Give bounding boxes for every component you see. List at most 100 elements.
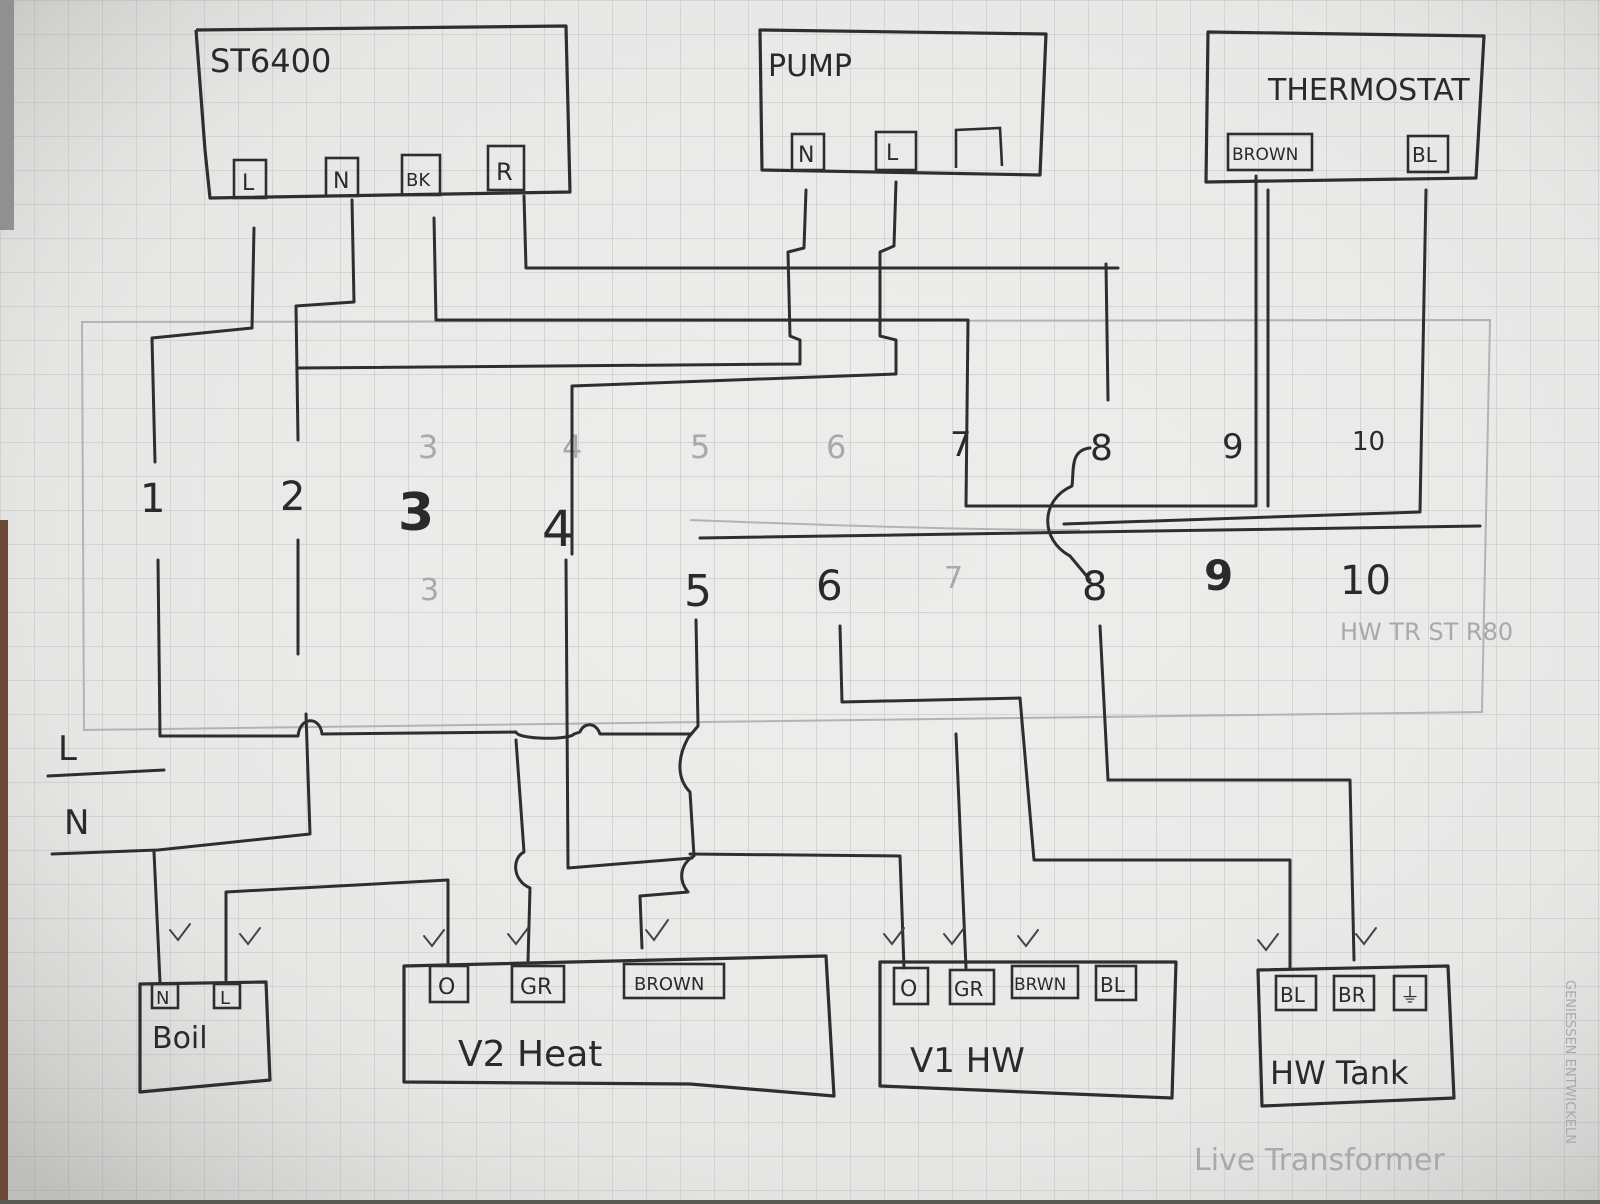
- wire-5-down: [638, 618, 700, 950]
- controller-terminal-r-label: R: [496, 158, 513, 186]
- v2-terminal-gr: GR: [510, 964, 566, 1004]
- v1-hw-valve: O GR BRWN BL V1 HW: [878, 960, 1178, 1100]
- controller-terminal-bk-label: BK: [406, 170, 431, 191]
- hw-tank-terminal-earth-label: ⏚: [1400, 983, 1420, 1007]
- side-note: HW TR ST R80: [1340, 618, 1513, 646]
- controller-terminal-bk: BK: [400, 153, 442, 197]
- terminal-7-lower-faint: 7: [944, 561, 963, 596]
- boiler-terminal-l: L: [212, 982, 242, 1010]
- wire-controller-r-to-8: [522, 194, 1120, 270]
- v2-terminal-brown-label: BROWN: [634, 974, 704, 995]
- v2-terminal-o: O: [428, 964, 470, 1004]
- wire-centre-bar: [698, 524, 1482, 540]
- mains-live-label: L: [58, 729, 77, 769]
- controller-terminal-n: N: [324, 156, 360, 198]
- terminal-numbers-upper: 1 2 3 4 5 6 7 8 9 10: [140, 425, 1385, 522]
- boiler: N L Boil: [138, 980, 272, 1094]
- terminal-10-upper-label: 10: [1352, 427, 1385, 457]
- wire-r-drop-8: [1104, 262, 1110, 402]
- pump-title: PUMP: [768, 49, 852, 84]
- pump-terminal-n-label: N: [798, 143, 814, 168]
- wire-thermostat-bl: [1062, 188, 1428, 526]
- faint-notes: HW TR ST R80 Live Transformer GENIESSEN …: [1194, 618, 1577, 1178]
- mains-labels: L N: [58, 729, 89, 843]
- terminal-1-label: 1: [140, 476, 165, 522]
- boiler-terminal-n: N: [150, 982, 180, 1010]
- hw-tank: BL BR ⏚ HW Tank: [1256, 964, 1456, 1108]
- bottom-note: Live Transformer: [1194, 1143, 1445, 1178]
- v1-terminal-brwn-label: BRWN: [1014, 975, 1066, 995]
- v2-terminal-gr-label: GR: [520, 975, 552, 1000]
- boiler-terminal-n-label: N: [156, 988, 169, 1009]
- thermostat: THERMOSTAT BROWN BL: [1204, 30, 1486, 184]
- thermostat-terminal-bl: BL: [1406, 134, 1450, 174]
- v1-terminal-o-label: O: [900, 977, 917, 1002]
- v1-terminal-brwn: BRWN: [1010, 964, 1080, 1000]
- terminal-1-lower-hidden: 1: [150, 511, 151, 513]
- v1-title: V1 HW: [910, 1041, 1025, 1081]
- wire-controller-n-to-2: [294, 198, 356, 442]
- terminal-2-lower-hidden: 2: [290, 511, 291, 513]
- table-wood: [0, 520, 8, 1200]
- table-edge: [0, 0, 14, 230]
- thermostat-terminal-brown-label: BROWN: [1232, 145, 1298, 165]
- v2-terminal-o-label: O: [438, 975, 455, 1000]
- wire-bridge-8: [1046, 446, 1092, 582]
- hw-tank-terminal-br-label: BR: [1338, 983, 1366, 1007]
- wire-6-down: [838, 624, 1292, 970]
- hw-tank-terminal-earth: ⏚: [1392, 974, 1428, 1012]
- hw-tank-terminal-br: BR: [1332, 974, 1376, 1012]
- margin-brand-text: GENIESSEN ENTWICKELN: [1562, 980, 1577, 1144]
- v2-heat-valve: O GR BROWN V2 Heat: [402, 954, 836, 1098]
- pump-terminal-l: L: [874, 130, 918, 172]
- terminal-9-lower-label: 9: [1204, 551, 1233, 600]
- hw-tank-terminal-bl: BL: [1274, 974, 1318, 1012]
- controller-title: ST6400: [210, 42, 331, 80]
- hw-tank-title: HW Tank: [1270, 1054, 1409, 1092]
- wire-v2-o: [224, 878, 450, 982]
- boiler-terminal-l-label: L: [220, 988, 230, 1009]
- hw-tank-terminal-bl-label: BL: [1280, 983, 1306, 1007]
- terminal-10-lower-label: 10: [1340, 558, 1391, 604]
- terminal-5-label: 5: [684, 566, 712, 617]
- wire-controller-bk-to-7: [432, 174, 1258, 508]
- wires: [46, 174, 1482, 984]
- wire-boiler-n: [152, 850, 162, 984]
- wire-8-down: [1098, 624, 1356, 962]
- terminal-3-lower-faint: 3: [420, 573, 439, 608]
- wire-controller-l-to-1: [150, 226, 256, 464]
- terminal-4-label: 4: [542, 500, 574, 558]
- wire-pump-l: [570, 180, 898, 556]
- v1-terminal-gr: GR: [948, 968, 996, 1006]
- mains-neutral-label: N: [64, 803, 89, 843]
- controller-terminal-l-label: L: [242, 171, 255, 196]
- terminal-numbers-lower: 1 2 3 3 4 5 6 7 8 9 10: [150, 483, 1391, 617]
- thermostat-title: THERMOSTAT: [1267, 73, 1470, 108]
- terminal-7-label: 7: [950, 425, 972, 465]
- v2-terminal-brown: BROWN: [622, 962, 726, 1000]
- wire-mains-live: [46, 768, 166, 778]
- pump-terminal-l-label: L: [886, 141, 899, 166]
- terminal-8-upper-label: 8: [1090, 428, 1113, 469]
- terminal-5-upper-faint: 5: [690, 428, 710, 466]
- controller-terminal-r: R: [486, 144, 526, 192]
- terminal-2-label: 2: [280, 474, 305, 520]
- controller-terminal-n-label: N: [333, 169, 349, 194]
- terminal-8-lower-label: 8: [1082, 564, 1107, 610]
- terminal-3-label: 3: [398, 483, 434, 543]
- wire-4-down: [564, 558, 694, 870]
- thermostat-terminal-brown: BROWN: [1226, 132, 1314, 172]
- v1-terminal-o: O: [892, 966, 930, 1006]
- wire-2-to-n: [50, 712, 312, 856]
- v1-terminal-bl-label: BL: [1100, 973, 1126, 997]
- pump-terminal-earth: [954, 126, 1004, 168]
- boiler-title: Boil: [152, 1021, 208, 1056]
- check-marks: [169, 919, 1377, 952]
- controller-terminal-l: L: [232, 158, 268, 200]
- v1-terminal-bl: BL: [1094, 964, 1138, 1002]
- terminal-9-upper-label: 9: [1222, 427, 1244, 467]
- pump-terminal-n: N: [790, 132, 826, 172]
